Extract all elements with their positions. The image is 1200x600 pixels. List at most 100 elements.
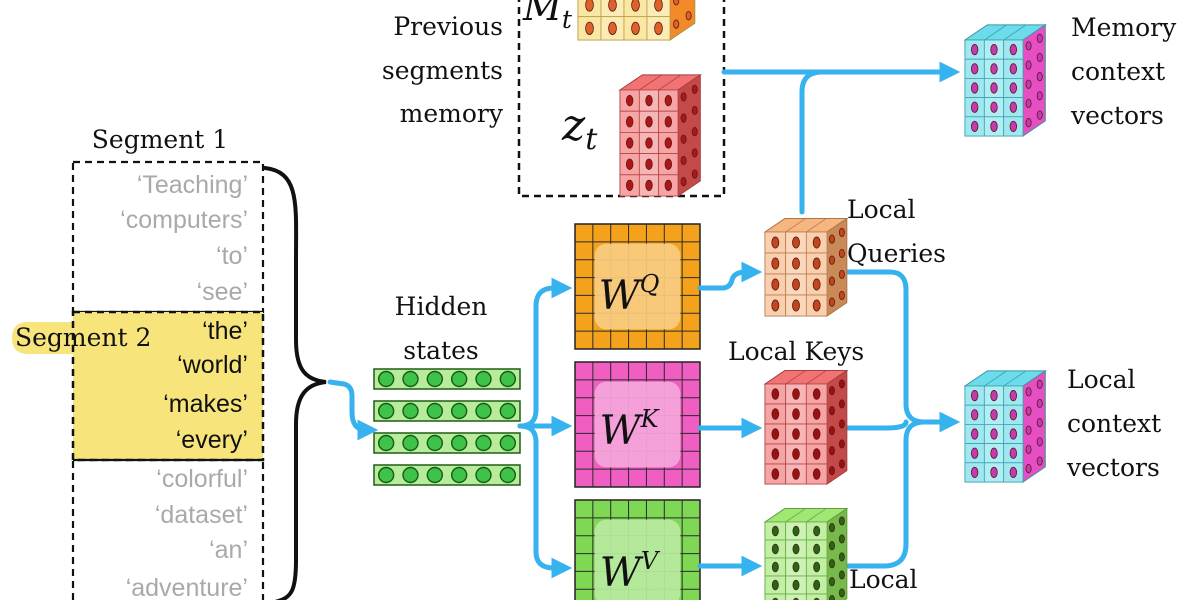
memory-context-cube-side-dot [1036, 52, 1043, 63]
hidden-state-row [373, 368, 521, 390]
weight-matrices-group: WQ WK WV [574, 223, 701, 600]
local-queries-cube-side-dot [828, 276, 835, 286]
local-keys-cube-dot [771, 448, 780, 460]
local-values-cube-dot [771, 543, 779, 555]
local-keys-cube-side-dot [828, 426, 835, 436]
local-context-cube-side-dot [1036, 398, 1043, 409]
memory-matrix-cube-dot [585, 21, 594, 35]
value-weight-matrix [574, 499, 701, 600]
local-keys-cube-dot [792, 388, 800, 400]
memory-matrix-cube-side-dot [673, 0, 680, 6]
local-values-cube-dot [813, 525, 821, 537]
normalization-cube-side-dot [680, 134, 687, 144]
local-values-cube-side-dot [828, 577, 835, 587]
local-keys-cube-dot [812, 468, 821, 480]
memory-context-cube-side-dot [1025, 41, 1032, 51]
memory-context-cube-side-dot [1025, 98, 1032, 109]
local-context-label-line-2: context [1067, 409, 1161, 438]
memory-context-cube-side-dot [1036, 91, 1043, 101]
hidden-state-cell [402, 434, 419, 452]
local-context-label-line-3: vectors [1066, 453, 1160, 482]
normalization-cube-side-dot [691, 169, 698, 179]
normalization-cube-dot [645, 94, 653, 107]
memory-context-cube-dot [971, 63, 979, 75]
normalization-cube-top-line [658, 74, 682, 91]
local-context-cube [963, 369, 1047, 483]
local-keys-cube-dot [792, 408, 800, 420]
local-context-cube-dot [1009, 447, 1017, 459]
token: ‘an’ [209, 536, 248, 564]
normalization-cube [618, 73, 702, 197]
local-queries-cube-side-dot [838, 269, 845, 280]
normalization-cube-dot [625, 179, 634, 192]
local-queries-cube-dot [792, 257, 800, 270]
local-keys-cube-side-dot [838, 439, 845, 449]
memory-label-line-1: Previous [393, 12, 503, 41]
local-queries-cube-dot [812, 278, 821, 291]
local-values-label-line-1: Local [849, 565, 918, 594]
local-values-cube-dot [792, 543, 800, 555]
memory-matrix-cube-dot [631, 21, 640, 35]
local-context-cube-dot [971, 447, 979, 459]
hidden-state-cell [475, 434, 492, 452]
local-context-cube-dot [1009, 466, 1017, 478]
memory-context-cube-dot [990, 82, 998, 94]
normalization-cube-side-dot [691, 84, 698, 94]
key-weight-symbol: WK [599, 405, 660, 454]
arrow-wq-to-queries [697, 261, 763, 291]
local-keys-cube-side-dot [828, 386, 835, 396]
memory-matrix-cube-dot [608, 21, 617, 35]
arrow-values-to-local-context [845, 419, 927, 569]
memory-context-cube-dot [1009, 44, 1017, 56]
normalization-cube-side-face [677, 73, 701, 197]
memory-context-cube-dot [1009, 101, 1017, 113]
memory-context-cube-dot [971, 44, 979, 56]
memory-matrix-symbol: Mt [522, 0, 573, 34]
local-context-label-line-1: Local [1067, 365, 1136, 394]
memory-context-cube-side-dot [1036, 72, 1043, 82]
normalization-cube-side-dot [680, 155, 687, 166]
normalization-cube-dot [625, 137, 634, 149]
normalization-cube-side-dot [680, 113, 687, 123]
local-values-cube-dot [771, 561, 779, 573]
local-values-cube-dot [792, 525, 800, 537]
hidden-state-cell [377, 466, 395, 484]
local-queries-cube-side-dot [828, 255, 835, 265]
local-context-cube-dot [971, 428, 979, 440]
hidden-state-cell [450, 466, 468, 484]
local-keys-cube-dot [771, 468, 780, 480]
token: ‘see’ [197, 278, 248, 306]
token: ‘every’ [176, 426, 248, 454]
memory-context-cube-dot [990, 44, 998, 56]
token: ‘the’ [202, 317, 248, 345]
normalization-cube-side-dot [691, 148, 698, 158]
local-queries-cube-dot [792, 278, 800, 291]
normalization-cube-dot [664, 94, 673, 107]
hidden-state-rows [373, 368, 521, 486]
hidden-state-cell [377, 370, 395, 388]
normalization-cube-side-dot [680, 92, 687, 102]
normalization-cube-dot [664, 116, 673, 128]
memory-context-cube-side-dot [1036, 33, 1043, 43]
hidden-states-label-line-2: states [403, 336, 478, 365]
local-keys-cube-dot [792, 428, 800, 440]
local-context-cube-dot [1009, 390, 1017, 402]
local-keys-cube [763, 369, 849, 485]
local-values-cube-side-dot [828, 559, 835, 569]
local-queries-cube-dot [792, 299, 800, 312]
local-values-cube-top-line [785, 508, 806, 523]
local-keys-cube-side-dot [838, 459, 845, 469]
token: ‘Teaching’ [137, 171, 248, 199]
hidden-state-cell [499, 370, 517, 388]
segments-brace [263, 166, 327, 600]
segment-2-highlight [12, 312, 263, 460]
local-context-cube-side-dot [1036, 379, 1043, 389]
normalization-cube-dot [645, 158, 653, 170]
local-context-cube-side-dot [1025, 406, 1032, 416]
memory-matrix-cube [577, 0, 696, 41]
local-queries-cube-side-dot [838, 290, 845, 301]
local-values-cube-side-dot [838, 588, 845, 598]
hidden-states-label-line-1: Hidden [395, 292, 488, 321]
token: ‘to’ [216, 242, 248, 270]
local-values-cube-dot [792, 579, 800, 591]
